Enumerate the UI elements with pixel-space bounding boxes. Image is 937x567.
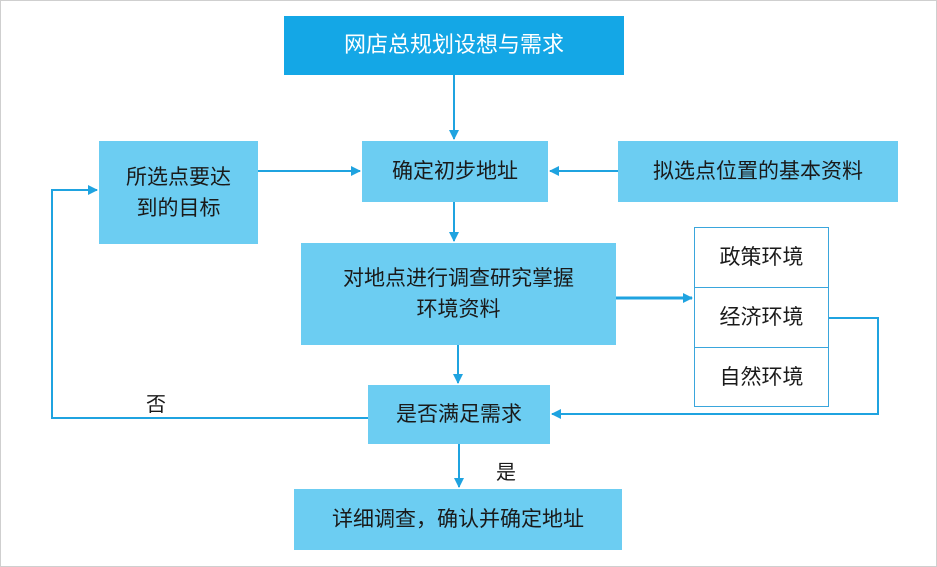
node-policy-environment: 政策环境: [694, 227, 829, 288]
node-final: 详细调查，确认并确定地址: [294, 489, 622, 550]
node-survey-line2: 环境资料: [416, 297, 501, 321]
node-decision-text: 是否满足需求: [396, 402, 522, 426]
node-target-line2: 到的目标: [136, 195, 221, 220]
node-basic-info: 拟选点位置的基本资料: [618, 141, 898, 202]
node-initial-address: 确定初步地址: [362, 141, 548, 202]
node-overall-plan-text: 网店总规划设想与需求: [343, 33, 564, 58]
node-survey-line1: 对地点进行调查研究掌握: [343, 266, 574, 290]
arrow-economy-to-decision: [551, 317, 879, 419]
node-initial-address-text: 确定初步地址: [392, 159, 518, 183]
node-survey: 对地点进行调查研究掌握 环境资料: [301, 243, 616, 345]
node-natural-environment: 自然环境: [694, 347, 829, 407]
node-decision: 是否满足需求: [368, 385, 550, 444]
label-yes: 是: [496, 460, 516, 484]
node-overall-plan: 网店总规划设想与需求: [284, 16, 624, 75]
node-economic-environment-text: 经济环境: [719, 305, 804, 329]
arrow-no-to-target: [51, 185, 368, 419]
node-final-text: 详细调查，确认并确定地址: [332, 507, 584, 531]
node-economic-environment: 经济环境: [694, 287, 829, 348]
label-no: 否: [146, 392, 166, 416]
node-policy-environment-text: 政策环境: [719, 245, 804, 269]
node-natural-environment-text: 自然环境: [719, 364, 804, 389]
node-target: 所选点要达 到的目标: [99, 141, 258, 244]
node-target-line1: 所选点要达: [126, 164, 231, 189]
node-basic-info-text: 拟选点位置的基本资料: [653, 159, 863, 183]
